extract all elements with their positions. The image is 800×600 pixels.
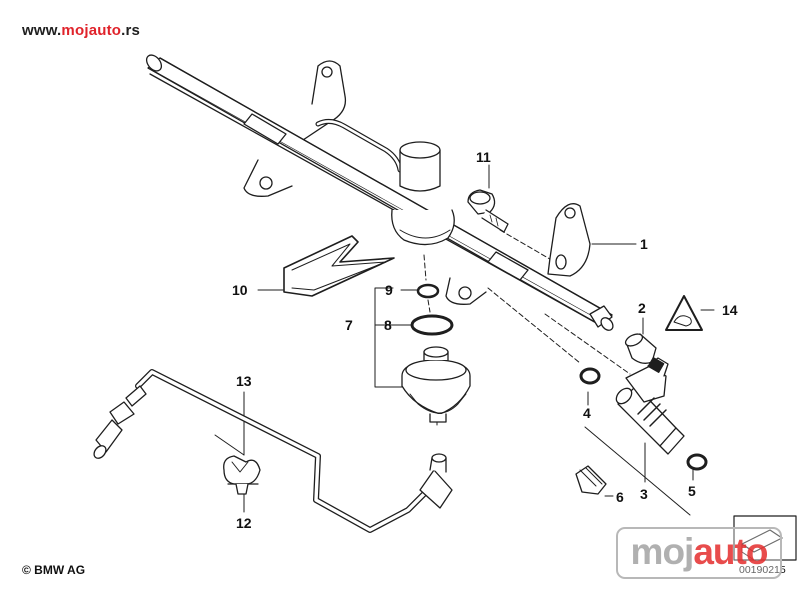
- o-ring-part-9: [416, 283, 440, 299]
- cap-part-2: [624, 333, 657, 364]
- o-ring-part-8: [410, 314, 454, 336]
- callout-1: 1: [640, 236, 648, 252]
- callout-10: 10: [232, 282, 248, 298]
- site-url-suffix: .rs: [121, 22, 141, 39]
- watermark-brand: auto: [693, 531, 768, 572]
- fuel-injector-part-3: [615, 357, 685, 455]
- watermark-prefix: moj: [630, 531, 695, 572]
- assembly-dashes: [423, 229, 631, 429]
- mojauto-watermark-logo: mojauto: [616, 527, 782, 579]
- callout-5: 5: [688, 483, 696, 499]
- callout-6: 6: [616, 489, 624, 505]
- seal-ring-part-5: [686, 453, 708, 471]
- callout-4: 4: [583, 405, 591, 421]
- fuel-rail-part-1: [145, 54, 614, 331]
- wire-clip-part-10: [283, 235, 395, 297]
- site-url-brand: mojauto: [61, 22, 122, 39]
- clip-part-6: [575, 465, 607, 495]
- callout-9: 9: [385, 282, 393, 298]
- callout-13: 13: [236, 373, 252, 389]
- revision-stamp-box: [733, 515, 797, 561]
- callout-3: 3: [640, 486, 648, 502]
- callout-2: 2: [638, 300, 646, 316]
- site-url-prefix: www.: [22, 22, 62, 39]
- copyright-notice: © BMW AG: [22, 563, 86, 577]
- screw-part-11: [467, 189, 509, 233]
- pressure-regulator-part-7: [401, 346, 471, 423]
- callout-14: 14: [722, 302, 738, 318]
- fuel-line-part-13: [93, 369, 453, 533]
- callout-8: 8: [384, 317, 392, 333]
- seal-ring-part-4: [579, 367, 601, 385]
- hose-clip-part-12: [223, 455, 261, 495]
- warning-label-part-14: [665, 295, 703, 331]
- leader-lines: [214, 164, 715, 516]
- site-url[interactable]: www.mojauto.rs: [22, 22, 140, 39]
- callout-12: 12: [236, 515, 252, 531]
- callout-11: 11: [476, 149, 491, 165]
- callout-7: 7: [345, 317, 353, 333]
